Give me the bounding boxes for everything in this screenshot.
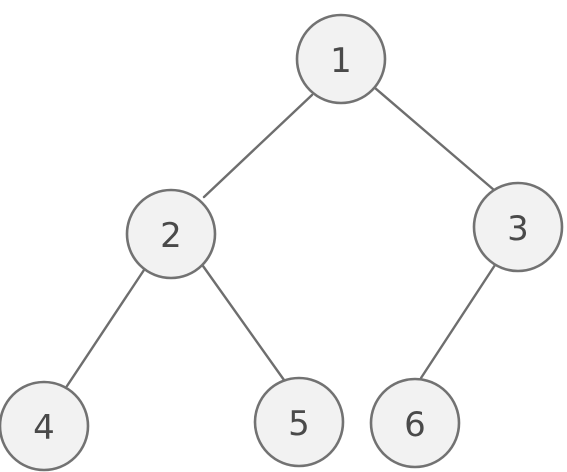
edge-2-4 bbox=[65, 268, 146, 388]
node-1-circle bbox=[295, 13, 387, 105]
node-3-circle bbox=[472, 181, 564, 273]
tree-node-3: 3 bbox=[472, 181, 564, 273]
edge-2-5 bbox=[201, 264, 286, 382]
node-5-circle bbox=[253, 376, 345, 468]
node-6-circle bbox=[369, 377, 461, 469]
edge-3-6 bbox=[419, 263, 497, 380]
edge-1-3 bbox=[373, 86, 496, 192]
node-1-label: 1 bbox=[330, 41, 352, 81]
node-4-circle bbox=[0, 380, 90, 472]
tree-node-4: 4 bbox=[0, 380, 90, 472]
node-3-label: 3 bbox=[507, 209, 529, 249]
tree-node-2: 2 bbox=[125, 188, 217, 280]
tree-node-5: 5 bbox=[253, 376, 345, 468]
node-2-label: 2 bbox=[160, 216, 182, 256]
node-6-label: 6 bbox=[404, 405, 426, 445]
node-2-circle bbox=[125, 188, 217, 280]
node-4-label: 4 bbox=[33, 408, 55, 448]
tree-node-1: 1 bbox=[295, 13, 387, 105]
node-5-label: 5 bbox=[288, 404, 310, 444]
edge-1-2 bbox=[202, 93, 314, 199]
tree-edges bbox=[65, 86, 497, 388]
tree-node-6: 6 bbox=[369, 377, 461, 469]
